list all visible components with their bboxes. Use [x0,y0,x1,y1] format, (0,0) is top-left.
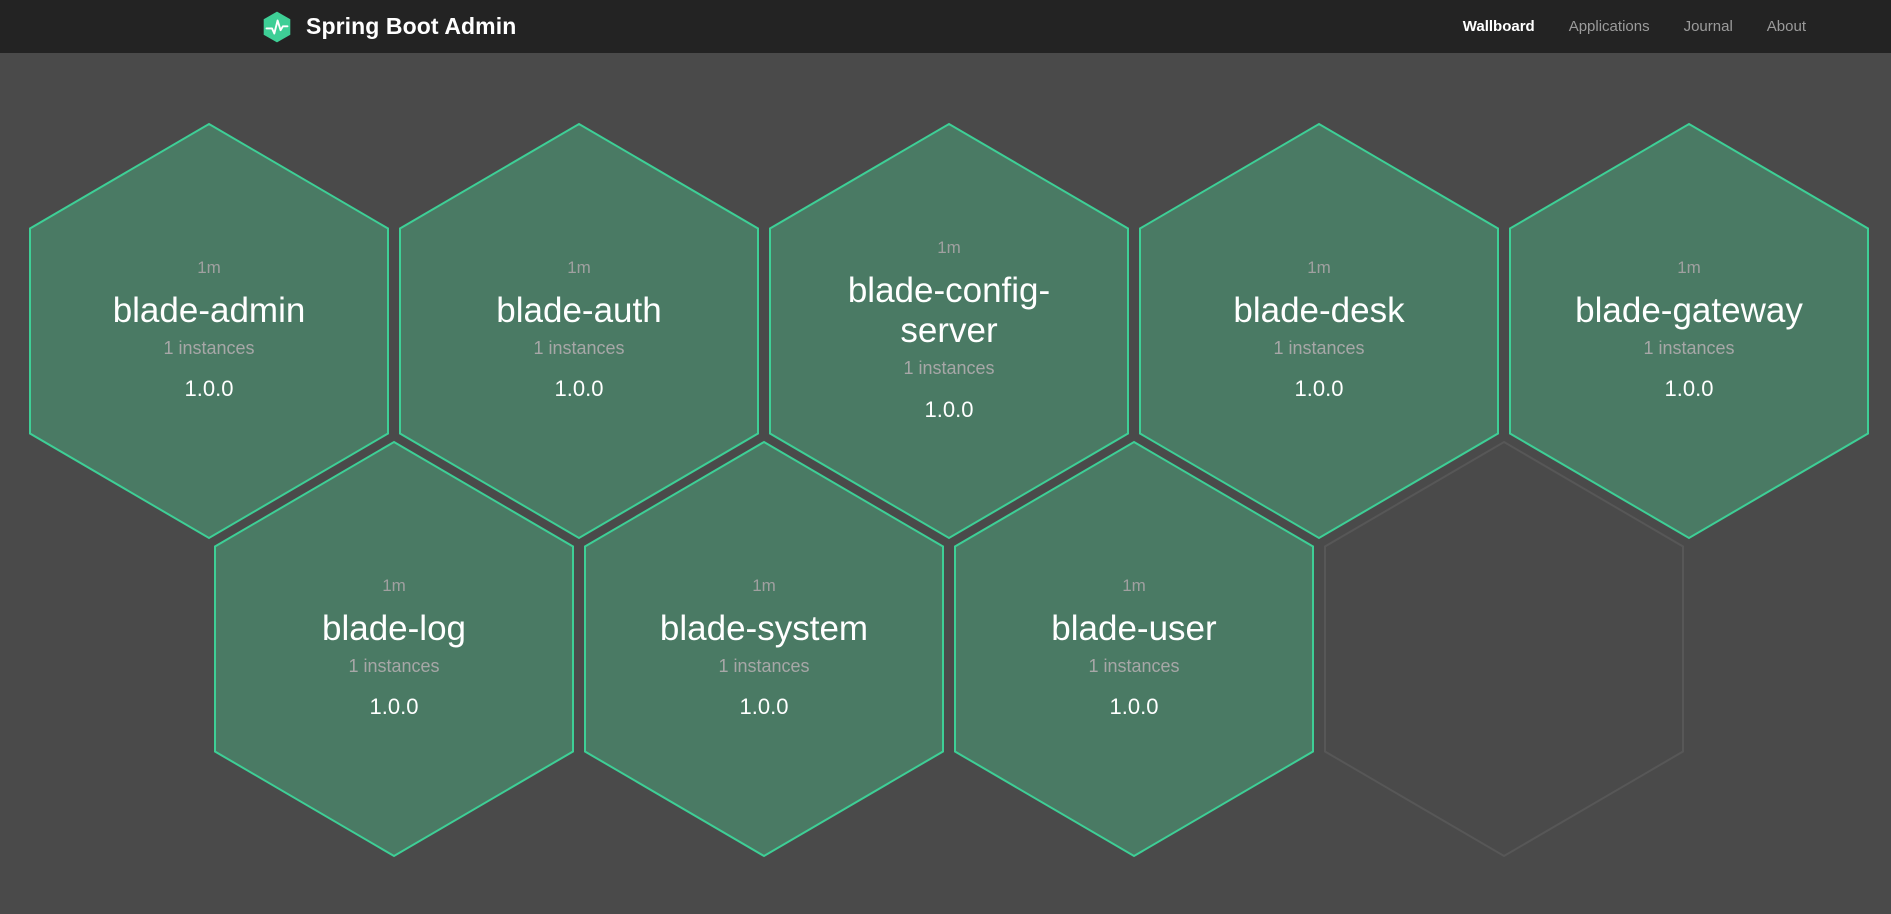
brand-title: Spring Boot Admin [306,13,517,39]
application-version: 1.0.0 [739,694,789,720]
heartbeat-hexagon-icon [259,9,295,45]
application-hexagon-body: 1m blade-gateway 1 instances 1.0.0 [1508,122,1870,540]
nav-links: Wallboard Applications Journal About [1446,0,1823,53]
application-hexagon-body: 1m blade-desk 1 instances 1.0.0 [1138,122,1500,540]
application-last-update: 1m [197,258,221,278]
application-name: blade-log [322,609,466,649]
application-version: 1.0.0 [554,376,604,402]
application-instance-count: 1 instances [718,655,810,676]
top-navbar: Spring Boot Admin Wallboard Applications… [0,0,1891,53]
application-hexagon-body: 1m blade-log 1 instances 1.0.0 [213,440,575,858]
application-instance-count: 1 instances [348,655,440,676]
nav-link-wallboard[interactable]: Wallboard [1462,18,1535,35]
hexagon-grid: 1m blade-admin 1 instances 1.0.0 1m blad… [0,53,1891,914]
application-hexagon-body: 1m blade-admin 1 instances 1.0.0 [28,122,390,540]
application-instance-count: 1 instances [163,337,255,358]
application-hexagon-blade-log[interactable]: 1m blade-log 1 instances 1.0.0 [213,440,575,858]
application-last-update: 1m [382,576,406,596]
application-hexagon-blade-gateway[interactable]: 1m blade-gateway 1 instances 1.0.0 [1508,122,1870,540]
application-last-update: 1m [1307,258,1331,278]
application-hexagon-body: 1m blade-system 1 instances 1.0.0 [583,440,945,858]
application-last-update: 1m [567,258,591,278]
application-version: 1.0.0 [1294,376,1344,402]
application-version: 1.0.0 [1109,694,1159,720]
application-name: blade-user [1051,609,1217,649]
empty-hexagon-placeholder [1323,440,1685,858]
application-instance-count: 1 instances [1273,337,1365,358]
application-version: 1.0.0 [1664,376,1714,402]
application-version: 1.0.0 [184,376,234,402]
brand-link[interactable]: Spring Boot Admin [259,9,516,45]
application-hexagon-body: 1m blade-user 1 instances 1.0.0 [953,440,1315,858]
application-name: blade-config-server [847,270,1051,351]
application-version: 1.0.0 [924,396,974,422]
application-hexagon-blade-auth[interactable]: 1m blade-auth 1 instances 1.0.0 [398,122,760,540]
application-hexagon-blade-admin[interactable]: 1m blade-admin 1 instances 1.0.0 [28,122,390,540]
application-name: blade-admin [112,291,306,331]
application-hexagon-blade-system[interactable]: 1m blade-system 1 instances 1.0.0 [583,440,945,858]
nav-link-about[interactable]: About [1766,18,1806,35]
nav-link-applications[interactable]: Applications [1568,18,1650,35]
nav-link-journal[interactable]: Journal [1683,18,1733,35]
application-hexagon-blade-desk[interactable]: 1m blade-desk 1 instances 1.0.0 [1138,122,1500,540]
application-name: blade-desk [1233,291,1405,331]
application-instance-count: 1 instances [903,357,995,378]
application-hexagon-body: 1m blade-config-server 1 instances 1.0.0 [768,122,1130,540]
wallboard-view: 1m blade-admin 1 instances 1.0.0 1m blad… [0,53,1891,914]
application-name: blade-system [659,609,869,649]
application-last-update: 1m [752,576,776,596]
application-last-update: 1m [937,238,961,258]
application-instance-count: 1 instances [533,337,625,358]
application-last-update: 1m [1677,258,1701,278]
application-instance-count: 1 instances [1643,337,1735,358]
application-name: blade-auth [496,291,662,331]
application-hexagon-blade-config-server[interactable]: 1m blade-config-server 1 instances 1.0.0 [768,122,1130,540]
application-last-update: 1m [1122,576,1146,596]
application-hexagon-body: 1m blade-auth 1 instances 1.0.0 [398,122,760,540]
application-version: 1.0.0 [369,694,419,720]
application-instance-count: 1 instances [1088,655,1180,676]
application-name: blade-gateway [1575,291,1803,331]
application-hexagon-blade-user[interactable]: 1m blade-user 1 instances 1.0.0 [953,440,1315,858]
